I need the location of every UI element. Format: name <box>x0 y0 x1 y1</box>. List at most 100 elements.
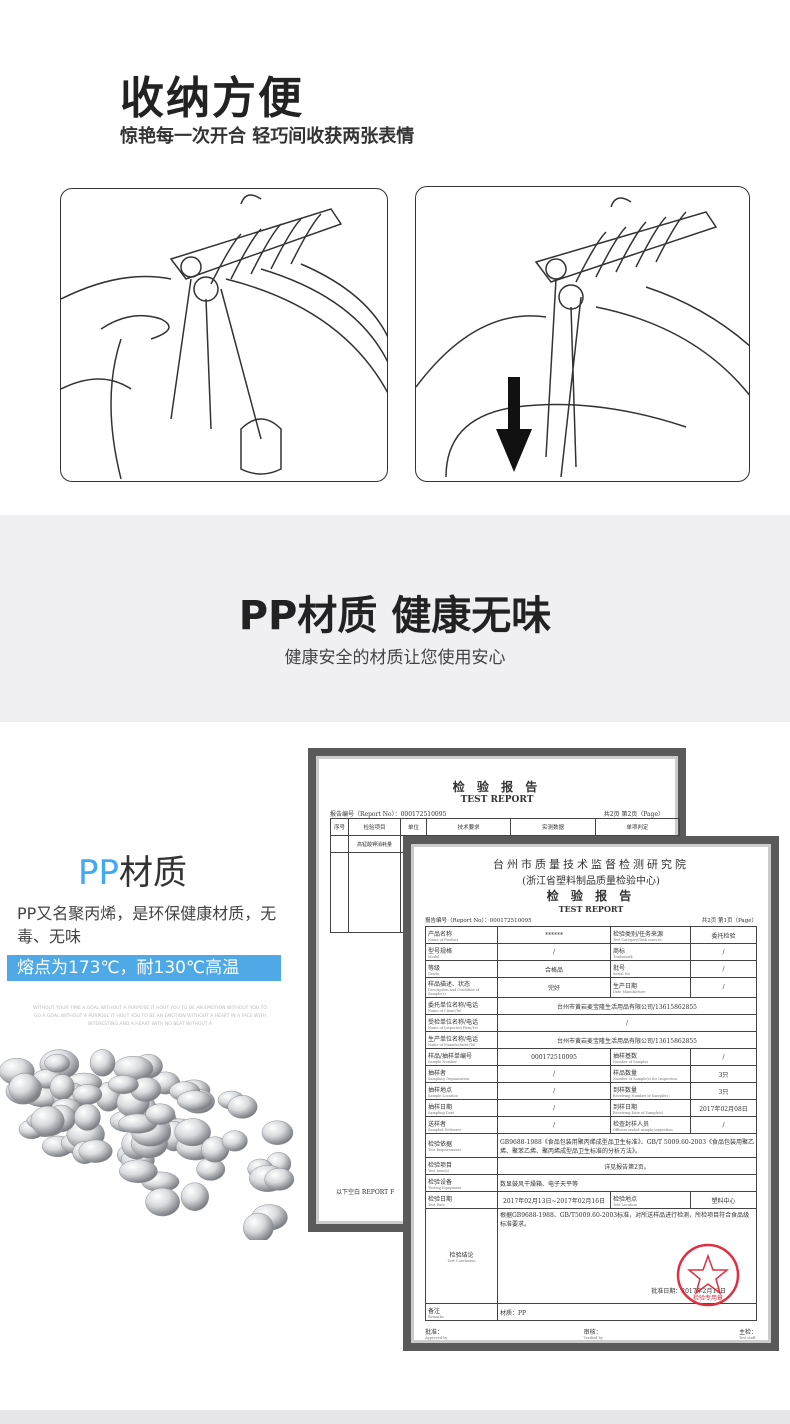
cell-text: 详见报告第2页。 <box>604 1163 650 1171</box>
cell-text-en: Officers sealed sample inspection <box>613 1127 673 1132</box>
cell-text: 检验设备 <box>428 1178 453 1186</box>
cell-text: 型号规格 <box>428 947 453 955</box>
cell-text: / <box>722 948 725 956</box>
bottom-divider <box>0 1410 790 1424</box>
pellet <box>49 1074 75 1100</box>
signature-label: 批准： <box>425 1329 444 1336</box>
cell-text: 委托检验 <box>711 932 736 940</box>
pellet <box>243 1212 274 1240</box>
cell-text: / <box>552 1087 556 1095</box>
cell-text: 到样数量 <box>613 1086 638 1094</box>
pellet <box>264 1168 295 1191</box>
cell-text: / <box>552 948 556 956</box>
signature-field: 审核：Verified by <box>584 1327 603 1340</box>
cell-text: / <box>552 1070 556 1078</box>
storage-subtitle: 惊艳每一次开合 轻巧间收获两张表情 <box>120 126 415 147</box>
material-banner: PP材质 健康无味 健康安全的材质让您使用安心 <box>0 515 790 722</box>
cell-text: 生产单位名称/电话 <box>428 1035 479 1043</box>
pellet <box>89 1049 116 1077</box>
pellet <box>119 1159 158 1183</box>
report-cell: / <box>497 1082 611 1100</box>
official-seal-stamp: 检验专用章 <box>676 1243 740 1307</box>
cell-text: / <box>552 1121 556 1129</box>
cell-text: 样品数量 <box>613 1069 638 1077</box>
cell-text: / <box>722 984 725 991</box>
cell-text-en: Testing Equipment <box>428 1185 462 1190</box>
report-footer: 以下空白 REPORT F <box>336 1189 395 1196</box>
report-page: 共2页 第2页（Page） <box>603 811 664 818</box>
cell-text-en: Sampled Deliverer <box>428 1127 462 1132</box>
cell-text-en: Remarks <box>428 1314 444 1319</box>
report-cell: / <box>497 1099 611 1117</box>
signature-label: 主检： <box>738 1329 757 1336</box>
down-arrow-icon <box>496 377 532 472</box>
test-report-page-1: 台州市质量技术监督检测研究院 (浙江省塑料制品质量检验中心) 检 验 报 告 T… <box>403 836 779 1351</box>
pellet <box>8 1072 41 1104</box>
cell-text: 3只 <box>718 1071 729 1079</box>
report-cell: 2017年02月08日 <box>690 1099 757 1117</box>
cell-text-en: Sampling Organization <box>428 1076 469 1081</box>
report-cell: 材质：PP <box>497 1303 757 1321</box>
report-cell: / <box>690 943 757 961</box>
report-cell: 000172510095 <box>497 1048 611 1066</box>
pellet <box>176 1090 213 1111</box>
report-number: 报告编号（Report No）：000172510095 <box>330 811 447 818</box>
cell-text: 2017年02月08日 <box>699 1105 748 1113</box>
cell-text-en: Test Date <box>428 1202 445 1207</box>
report-cell: / <box>497 943 611 961</box>
hanger-folded-illustration <box>415 186 750 482</box>
pp-heading-accent: PP <box>78 853 120 893</box>
report-header-cell: 单项判定 <box>594 818 681 836</box>
cell-text: 生产日期 <box>613 983 638 990</box>
cell-text-en: Name of Inspected Firm/Tel <box>428 1025 478 1030</box>
report-cell: / <box>690 960 757 978</box>
pellet <box>145 1187 180 1217</box>
cell-text-en: Name of Manufacturer/Tel <box>428 1042 476 1047</box>
cell-text-en: Test Location <box>613 1202 637 1207</box>
signature-label-en: Approved by <box>425 1336 448 1340</box>
signature-field: 主检：Test staff <box>739 1327 757 1340</box>
cell-text: 2017年02月13日~2017年02月16日 <box>502 1197 606 1205</box>
cell-text-en: Name of Client/Tel <box>428 1008 462 1013</box>
cell-text-en: Model <box>428 954 440 959</box>
center-name: (浙江省塑料制品质量检验中心) <box>522 876 660 887</box>
pellet <box>221 1130 248 1152</box>
pellet <box>44 1053 71 1073</box>
cell-text: 产品名称 <box>428 930 453 938</box>
report-header-cell: 单位 <box>400 818 427 836</box>
cell-text: 样品描述、状态 <box>428 981 471 988</box>
report-cell: 3只 <box>690 1065 757 1083</box>
cell-text: 委托单位名称/电话 <box>428 1001 479 1009</box>
signature-field: 批准：Approved by <box>425 1327 447 1340</box>
report-header-cell: 技术要求 <box>425 818 512 836</box>
report-title: 检 验 报 告 <box>546 889 636 903</box>
cell-text-en: Trademark <box>613 954 633 959</box>
cell-text: 材质：PP <box>500 1309 527 1317</box>
cell-text: 抽样基数 <box>613 1052 638 1060</box>
